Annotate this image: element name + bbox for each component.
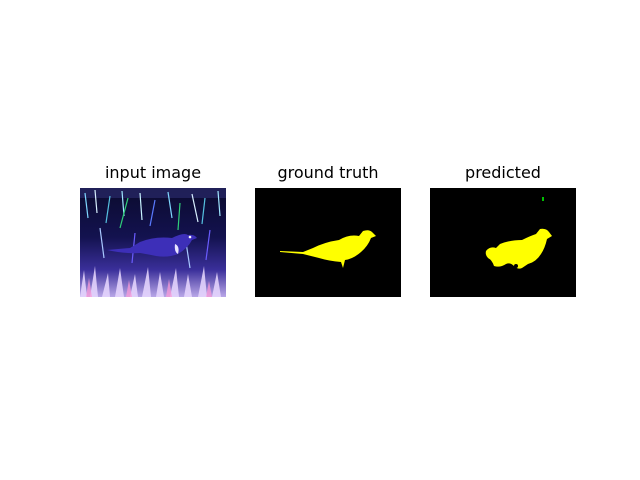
panel-title-input: input image bbox=[104, 163, 202, 182]
bird-figure bbox=[107, 234, 197, 257]
input-image bbox=[80, 188, 226, 297]
panel-title-predicted: predicted bbox=[465, 163, 541, 182]
bird-mask-predicted bbox=[485, 228, 552, 269]
spurious-pixel bbox=[542, 197, 544, 201]
panel-title-ground-truth: ground truth bbox=[277, 163, 379, 182]
ground-truth-mask bbox=[255, 188, 401, 297]
bird-mask-ground-truth bbox=[280, 230, 376, 268]
predicted-mask bbox=[430, 188, 576, 297]
